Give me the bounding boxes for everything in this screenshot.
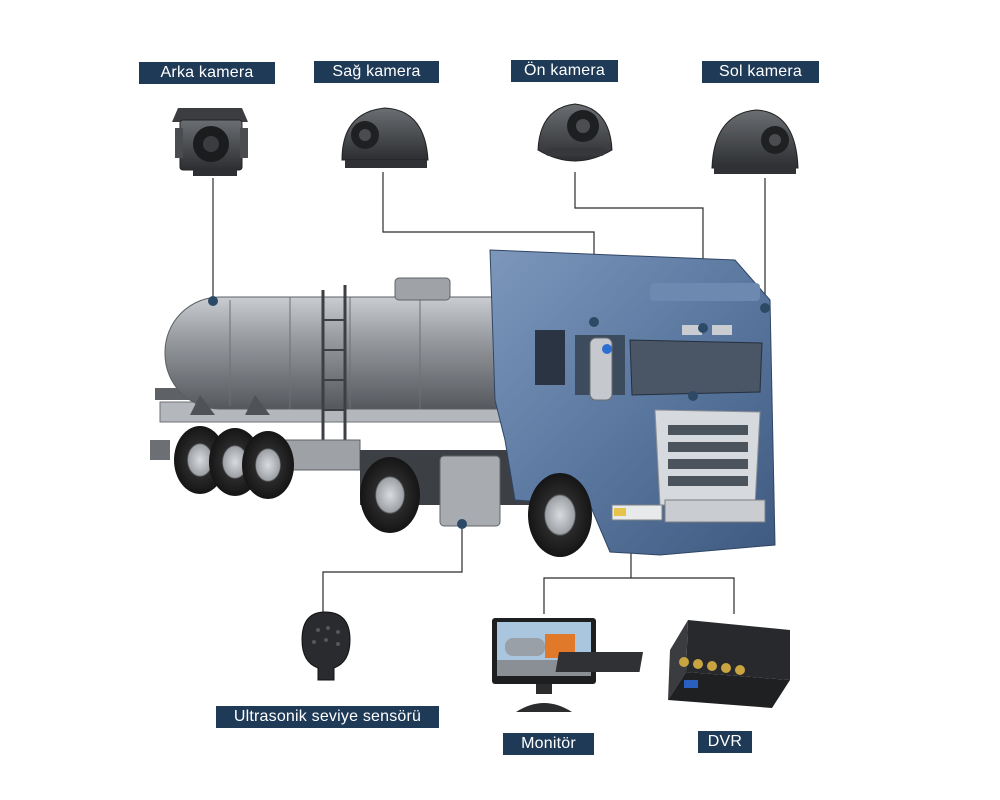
dot-left-camera <box>760 303 770 313</box>
connector-sensor <box>322 524 463 612</box>
front-camera-icon <box>537 103 613 162</box>
dot-sensor <box>457 519 467 529</box>
label-front-camera: Ön kamera <box>511 60 618 82</box>
right-camera-icon <box>341 107 429 168</box>
label-dvr: DVR <box>698 731 752 753</box>
ultrasonic-sensor-icon <box>301 611 351 681</box>
label-left-camera: Sol kamera <box>702 61 819 83</box>
tanker-trailer <box>150 277 585 499</box>
label-rear-camera: Arka kamera <box>139 62 275 84</box>
rear-camera-icon <box>172 108 248 176</box>
left-camera-icon <box>711 109 799 174</box>
connection-dots <box>208 296 770 529</box>
dot-dvr <box>688 391 698 401</box>
label-right-camera: Sağ kamera <box>314 61 439 83</box>
label-ultrasonic-sensor: Ultrasonik seviye sensörü <box>216 706 439 728</box>
dot-front-camera <box>698 323 708 333</box>
dvr-icon <box>555 620 790 708</box>
label-monitor: Monitör <box>503 733 594 755</box>
dot-rear-camera <box>208 296 218 306</box>
dot-right-camera <box>589 317 599 327</box>
dot-mirror <box>602 344 612 354</box>
connector-split <box>543 577 735 614</box>
